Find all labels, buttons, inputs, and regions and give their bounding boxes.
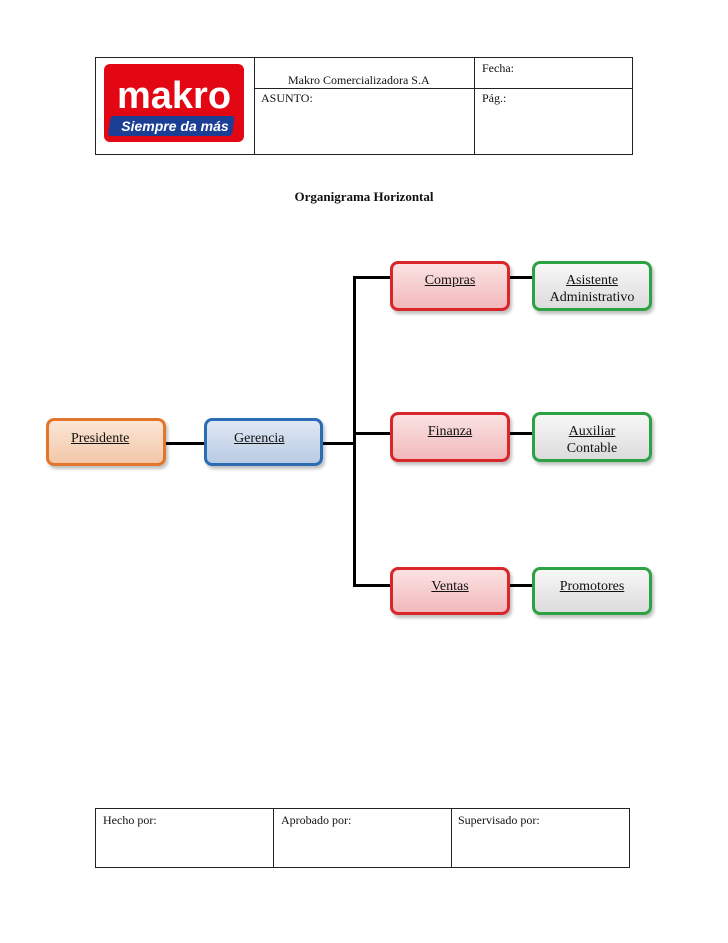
- header-divider: [254, 88, 632, 89]
- org-box-label: Asistente: [565, 273, 619, 288]
- logo-slogan: Siempre da más: [121, 118, 229, 134]
- connector-line: [510, 276, 532, 279]
- footer-divider: [273, 809, 274, 867]
- connector-line: [323, 442, 356, 445]
- org-box-label: Promotores: [559, 579, 625, 594]
- org-box-label: Compras: [424, 273, 476, 288]
- company-name: Makro Comercializadora S.A: [288, 73, 430, 87]
- made-by-label: Hecho por:: [103, 813, 157, 827]
- logo-wordmark: makro: [117, 75, 231, 117]
- header-divider: [474, 58, 475, 154]
- org-box-label: Ventas: [431, 579, 469, 594]
- connector-line: [353, 584, 390, 587]
- page-title: Organigrama Horizontal: [294, 189, 434, 204]
- footer-divider: [451, 809, 452, 867]
- org-box-finanza: Finanza: [390, 412, 510, 462]
- org-box-promotores: Promotores: [532, 567, 652, 615]
- org-box-label: Contable: [566, 441, 618, 456]
- makro-logo: makro Siempre da más: [104, 64, 244, 142]
- connector-line: [353, 432, 390, 435]
- org-box-label: Gerencia: [234, 431, 285, 446]
- pag-label: Pág.:: [482, 91, 507, 105]
- org-box-auxiliar-contable: Auxiliar Contable: [532, 412, 652, 462]
- fecha-label: Fecha:: [482, 61, 514, 75]
- document-header: makro Siempre da más Makro Comercializad…: [95, 57, 633, 155]
- org-box-compras: Compras: [390, 261, 510, 311]
- document-footer: Hecho por: Aprobado por: Supervisado por…: [95, 808, 630, 868]
- connector-line: [353, 276, 390, 279]
- org-box-asistente-administrativo: Asistente Administrativo: [532, 261, 652, 311]
- connector-line: [510, 584, 532, 587]
- connector-line: [510, 432, 532, 435]
- org-box-presidente: Presidente: [46, 418, 166, 466]
- org-box-gerencia: Gerencia: [204, 418, 323, 466]
- org-box-label: Auxiliar: [568, 424, 616, 439]
- header-divider: [254, 58, 255, 154]
- asunto-label: ASUNTO:: [261, 91, 313, 105]
- org-box-label: Presidente: [71, 431, 130, 446]
- approved-by-label: Aprobado por:: [281, 813, 352, 827]
- connector-line: [166, 442, 204, 445]
- connector-line: [353, 276, 356, 586]
- org-box-ventas: Ventas: [390, 567, 510, 615]
- supervised-by-label: Supervisado por:: [458, 813, 540, 827]
- org-box-label: Administrativo: [549, 290, 635, 305]
- org-box-label: Finanza: [427, 424, 473, 439]
